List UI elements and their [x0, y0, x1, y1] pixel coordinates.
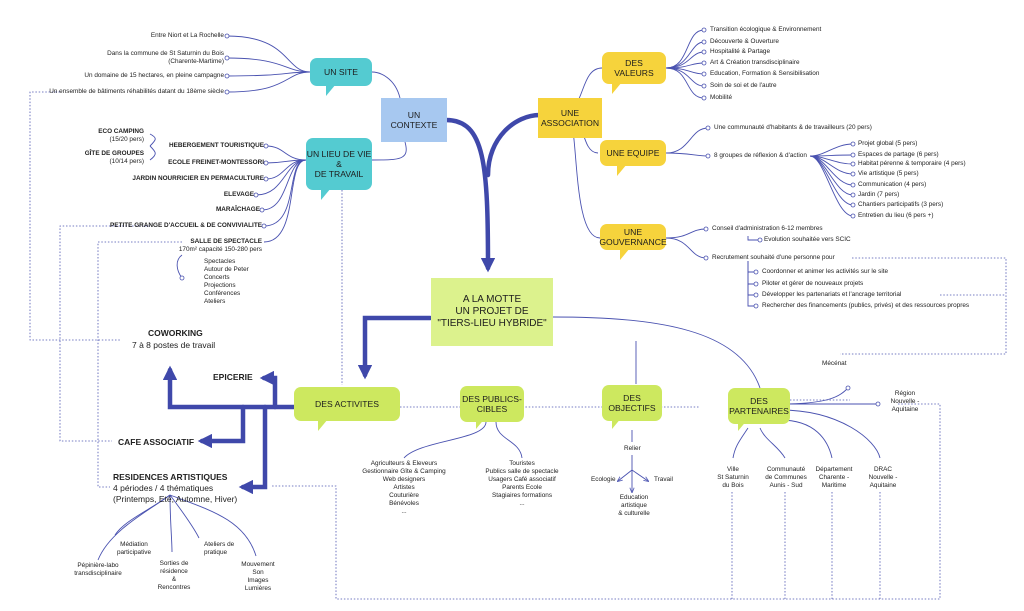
residence-item: Ateliers de pratique [204, 541, 235, 556]
lieu-item: PETITE GRANGE D'ACCUEIL & DE CONVIVIALIT… [110, 222, 262, 229]
partenaire-item: Communauté de Communes Aunis - Sud [765, 466, 807, 489]
gite-de-groupes: GÎTE DE GROUPES (10/14 pers) [84, 150, 144, 165]
partenaire-item: Département Charente - Maritime [815, 466, 853, 489]
residence-item: Pépinière-labo transdisciplinaire [74, 562, 122, 577]
salle-de-spectacle: SALLE DE SPECTACLE 170m² capacité 150-28… [178, 238, 262, 253]
un-site-node: UN SITE [310, 58, 372, 86]
cafe-associatif-title: CAFE ASSOCIATIF [118, 437, 195, 447]
association-node: UNE ASSOCIATION [538, 98, 602, 138]
lieu-item: MARAÎCHAGE [215, 206, 260, 213]
residence-item: Mouvement Son Images Lumières [241, 561, 275, 592]
publics-line: DES PUBLICS- [462, 394, 522, 404]
equipe-group: Jardin (7 pers) [858, 191, 900, 198]
valeur-item: Transition écologique & Environnement [710, 26, 822, 33]
site-item: Dans la commune de St Saturnin du Bois (… [107, 50, 224, 65]
valeur-item: Hospitalité & Partage [710, 48, 771, 55]
partenaires-line: DES [750, 396, 768, 406]
lieu-item: ECOLE FREINET-MONTESSORI [168, 159, 264, 166]
center-line: UN PROJET DE [455, 306, 529, 317]
valeurs-line: DES [625, 58, 643, 68]
gouvernance-node: UNE GOUVERNANCE [599, 224, 667, 250]
objectif-ecologie: Ecologie [591, 476, 616, 483]
residences-title: RESIDENCES ARTISTIQUES [113, 472, 228, 482]
site-item: Un ensemble de bâtiments réhabilités dat… [49, 88, 224, 95]
equipe-group: Habitat pérenne & temporaire (4 pers) [858, 160, 966, 167]
equipe-group: Espaces de partage (6 pers) [858, 151, 939, 158]
valeur-item: Art & Création transdisciplinaire [710, 59, 800, 66]
partenaire-item: DRAC Nouvelle - Aquitaine [868, 466, 898, 489]
contexte-node: UN CONTEXTE [381, 98, 447, 142]
epicerie-title: EPICERIE [213, 372, 253, 382]
gouvernance-item: Recrutement souhaité d'une personne pour [712, 254, 835, 261]
equipe-label: UNE EQUIPE [606, 148, 660, 158]
equipe-group: Entretien du lieu (6 pers +) [858, 212, 934, 219]
residence-item: Médiation participative [116, 541, 152, 556]
valeurs-node: DES VALEURS [602, 52, 666, 84]
activites-label: DES ACTIVITES [315, 399, 379, 409]
objectif-education: Education artistique & culturelle [618, 494, 650, 517]
coworking-sub: 7 à 8 postes de travail [132, 340, 216, 350]
center-line: A LA MOTTE [462, 294, 522, 305]
equipe-group: Chantiers participatifs (3 pers) [858, 201, 944, 208]
equipe-group: Vie artistique (5 pers) [858, 170, 919, 177]
residence-item: Sorties de résidence & Rencontres [157, 560, 191, 591]
lieu-item: HEBERGEMENT TOURISTIQUE [168, 142, 264, 149]
valeur-item: Education, Formation & Sensibilisation [710, 70, 820, 77]
association-line: ASSOCIATION [540, 118, 600, 128]
publics-cibles-node: DES PUBLICS- CIBLES [460, 386, 524, 422]
un-site-label: UN SITE [324, 67, 358, 77]
equipe-group: Communication (4 pers) [858, 181, 927, 188]
valeur-item: Soin de soi et de l'autre [710, 82, 777, 89]
mecenat-label: Mécénat [822, 360, 847, 367]
objectif-travail: Travail [654, 476, 673, 483]
lieu-item: ELEVAGE [223, 191, 254, 198]
salle-items: Spectacles Autour de Peter Concerts Proj… [204, 258, 249, 305]
lieu-item: JARDIN NOURRICIER EN PERMACULTURE [132, 175, 264, 182]
valeur-item: Mobilité [710, 94, 733, 101]
publics-left-list: Agriculteurs & Eleveurs Gestionnaire Gît… [362, 460, 446, 515]
equipe-item: Une communauté d'habitants & de travaill… [714, 124, 872, 131]
residences-sub: 4 périodes / 4 thématiques [113, 483, 214, 493]
publics-line: CIBLES [476, 404, 508, 414]
coworking-title: COWORKING [148, 328, 203, 338]
center-line: "TIERS-LIEU HYBRIDE" [437, 318, 547, 329]
contexte-line: UN [407, 110, 421, 120]
lieu-line: UN LIEU DE VIE [306, 149, 372, 159]
objectifs-node: DES OBJECTIFS [602, 385, 662, 421]
recrutement-item: Développer les partenariats et l'ancrage… [762, 291, 902, 298]
objectif-relier: Relier [624, 445, 641, 452]
central-project-node: A LA MOTTE UN PROJET DE "TIERS-LIEU HYBR… [431, 278, 553, 346]
valeurs-line: VALEURS [614, 68, 654, 78]
equipe-node: UNE EQUIPE [600, 140, 666, 166]
recrutement-item: Coordonner et animer les activités sur l… [762, 268, 889, 275]
region-label: Région Nouvelle - Aquitaine [890, 390, 920, 413]
partenaires-node: DES PARTENAIRES [728, 388, 790, 424]
residences-sub: (Printemps, Eté, Automne, Hiver) [113, 494, 238, 504]
recrutement-item: Piloter et gérer de nouveaux projets [762, 280, 864, 287]
site-item: Un domaine de 15 hectares, en pleine cam… [84, 72, 224, 79]
lieu-line: DE TRAVAIL [314, 169, 364, 179]
eco-camping: ECO CAMPING (15/20 pers) [98, 128, 144, 143]
gouvernance-item: Conseil d'administration 6-12 membres [712, 225, 823, 232]
activites-node: DES ACTIVITES [294, 387, 400, 421]
recrutement-item: Rechercher des financements (publics, pr… [762, 302, 970, 309]
lieu-de-vie-node: UN LIEU DE VIE & DE TRAVAIL [306, 138, 372, 190]
lieu-line: & [336, 159, 342, 169]
publics-right-list: Touristes Publics salle de spectacle Usa… [485, 460, 559, 507]
site-item: Entre Niort et La Rochelle [150, 32, 224, 39]
contexte-line: CONTEXTE [390, 120, 438, 130]
partenaire-item: Ville St Saturnin du Bois [717, 466, 749, 489]
gouvernance-line: UNE [623, 227, 643, 237]
partenaires-line: PARTENAIRES [729, 406, 789, 416]
gouvernance-item-sub: Evolution souhaitée vers SCIC [764, 236, 851, 243]
equipe-item: 8 groupes de réflexion & d'action [714, 152, 807, 159]
equipe-group: Projet global (5 pers) [858, 140, 918, 147]
association-line: UNE [560, 108, 580, 118]
valeur-item: Découverte & Ouverture [710, 38, 779, 45]
objectifs-line: OBJECTIFS [608, 403, 656, 413]
objectifs-line: DES [623, 393, 641, 403]
gouvernance-line: GOUVERNANCE [599, 237, 667, 247]
